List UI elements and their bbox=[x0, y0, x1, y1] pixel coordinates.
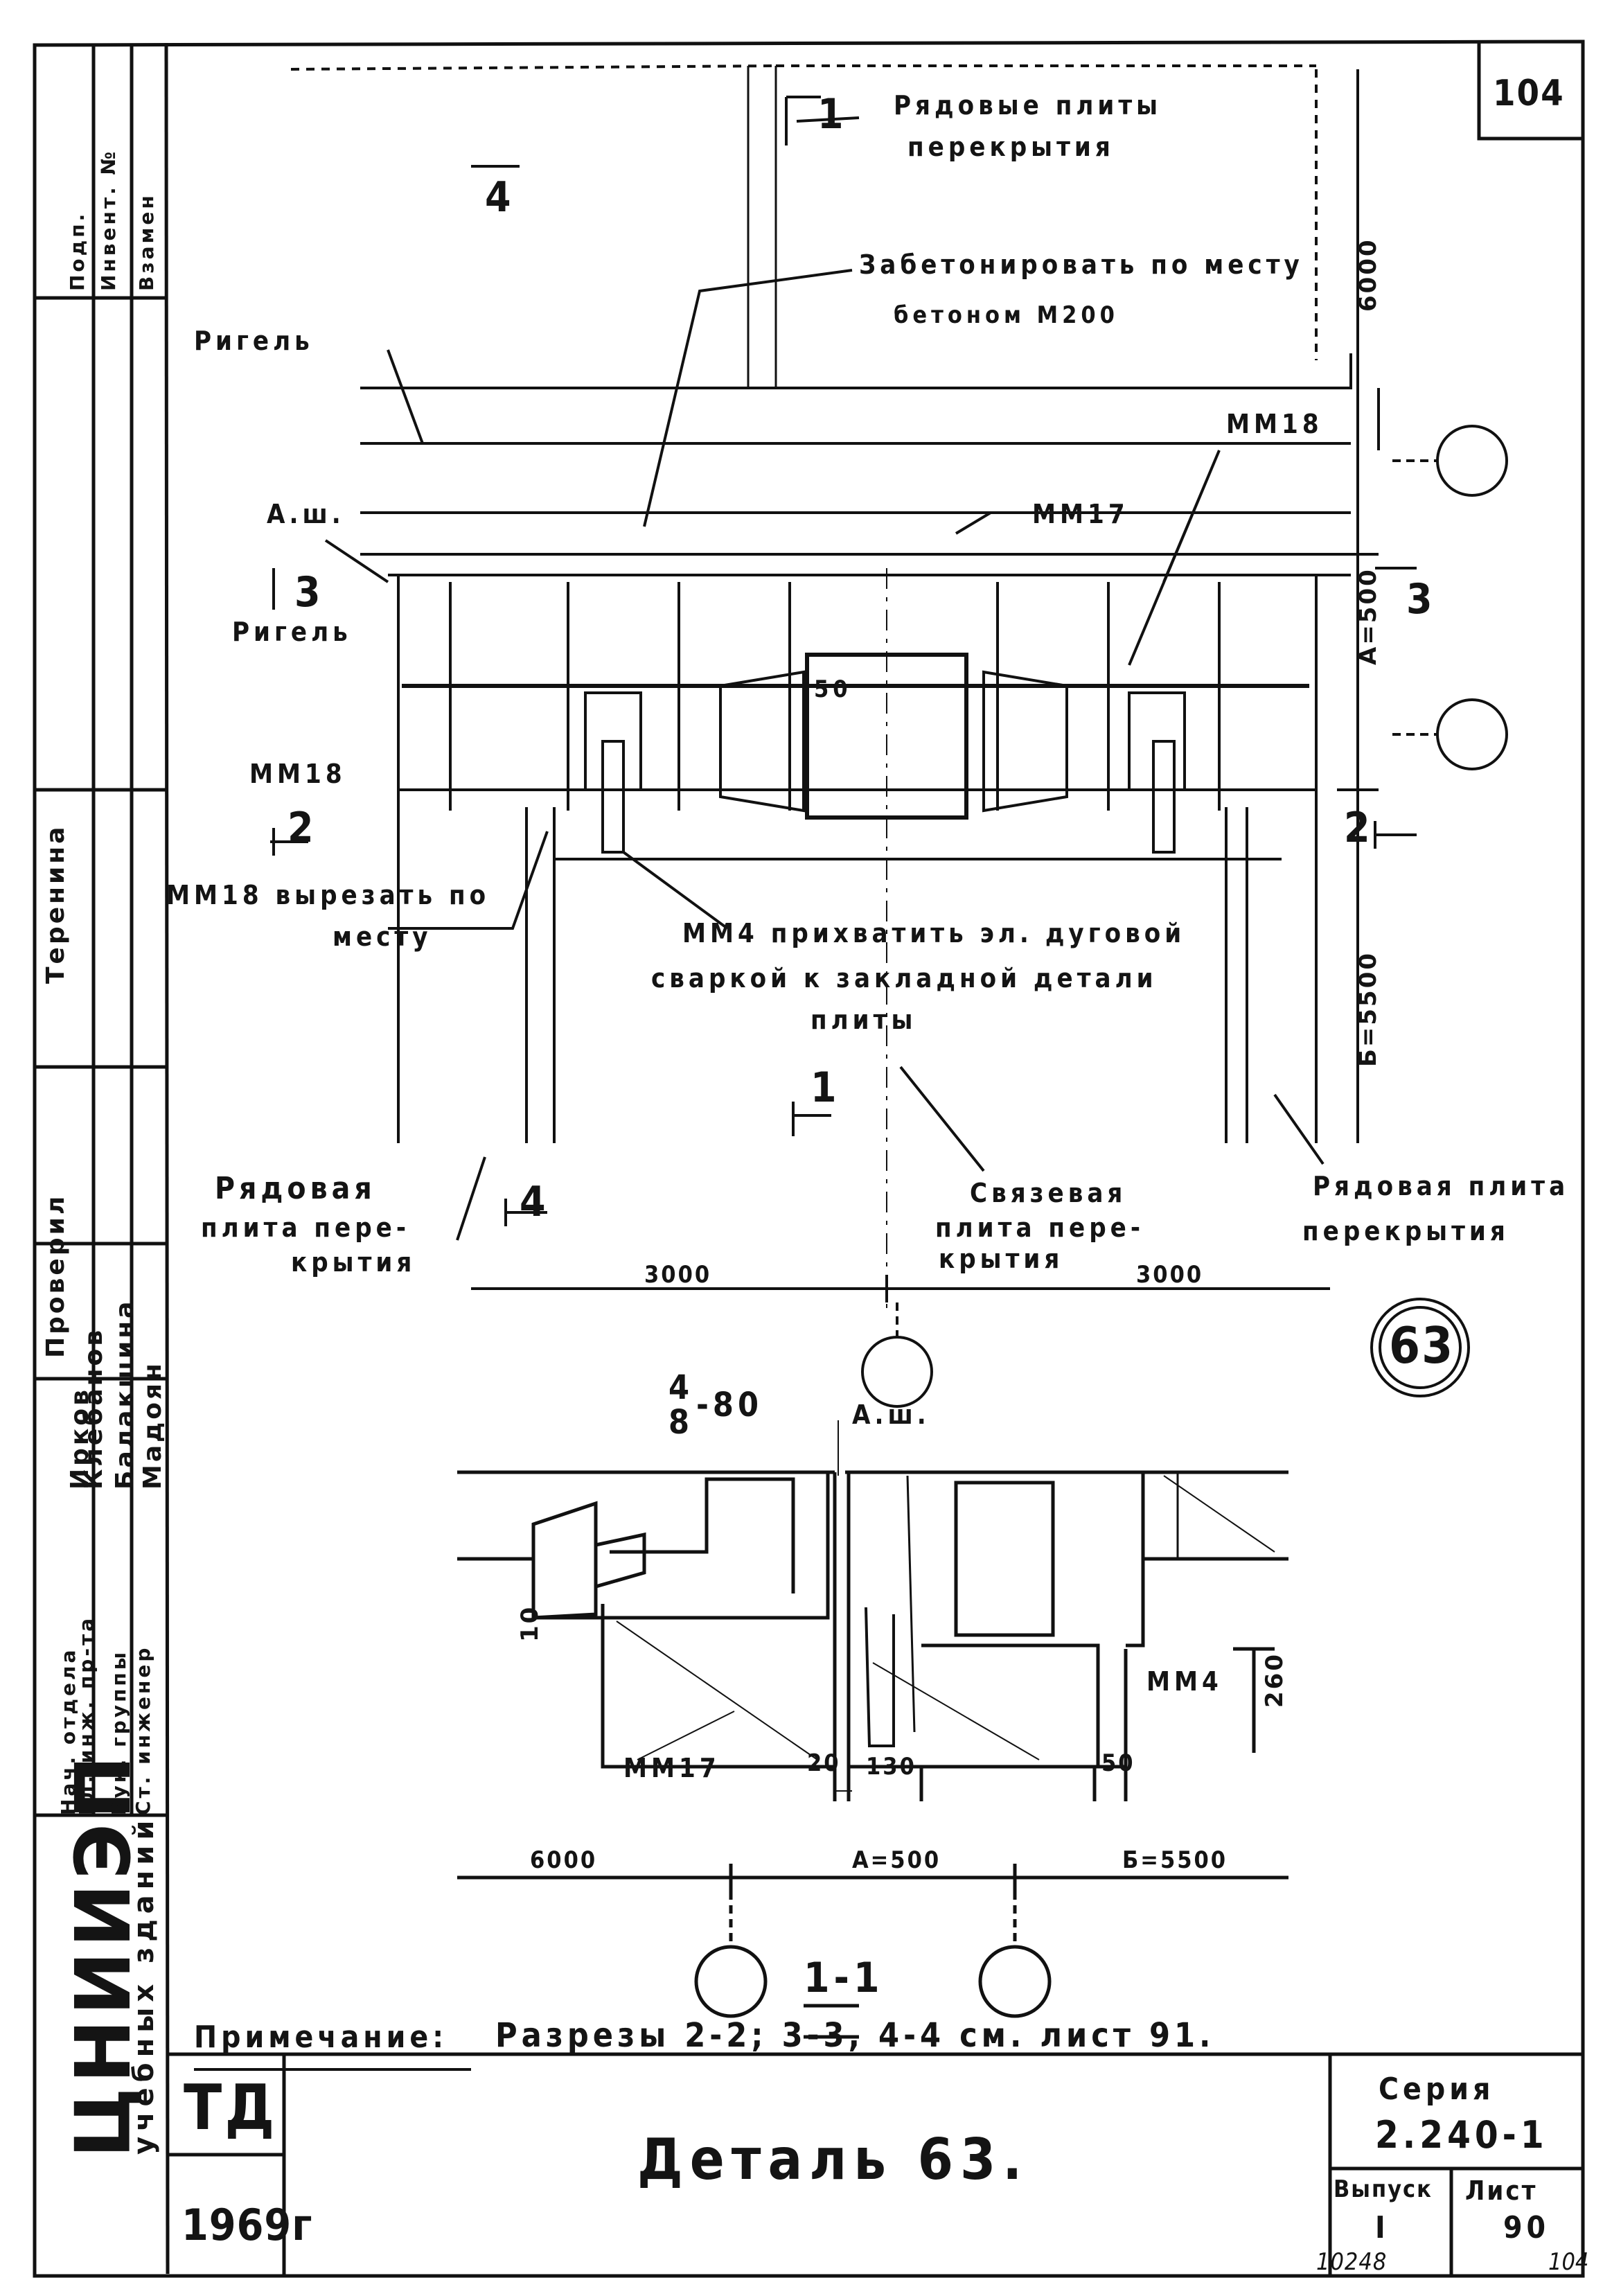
dim-top-a500: А=500 bbox=[1354, 567, 1382, 665]
dim-bot-b5500: Б=5500 bbox=[1122, 1846, 1228, 1874]
checker-name: Теренина bbox=[42, 824, 70, 984]
label-rigel-left: Ригель bbox=[232, 617, 352, 647]
section-mark-1-top: 1 bbox=[817, 90, 848, 139]
dim-sec-260: 260 bbox=[1261, 1652, 1288, 1708]
sheet-number-top: 104 bbox=[1493, 73, 1565, 114]
mark-4: 4 bbox=[668, 1368, 694, 1407]
section-mark-3-right: 3 bbox=[1406, 575, 1437, 624]
section-title: 1-1 bbox=[804, 1954, 884, 2002]
org-sub: учебных зданий bbox=[128, 1814, 160, 2155]
title-block-frame bbox=[168, 2052, 1583, 2276]
bottom-number: 104 bbox=[1548, 2248, 1589, 2276]
section-mark-3-left: 3 bbox=[294, 568, 325, 617]
frame-inner-left bbox=[164, 42, 170, 2275]
title-td: ТД bbox=[184, 2072, 278, 2144]
dim-bot-6000: 6000 bbox=[530, 1846, 598, 1874]
section-label-axis-sh: А.ш. bbox=[852, 1399, 930, 1430]
top-col-2: Инвент. № bbox=[97, 148, 120, 291]
name-4: Мадоян bbox=[139, 1361, 167, 1490]
mark-8: 8 bbox=[668, 1403, 694, 1442]
label-row-slab-left-2: плита пере- bbox=[201, 1212, 411, 1243]
label-row-slabs-2: перекрытия bbox=[907, 132, 1115, 162]
label-concrete-1: Забетонировать по месту bbox=[859, 249, 1304, 280]
dim-sec-10: 10 bbox=[516, 1605, 544, 1642]
label-mm18-cut-1: ММ18 вырезать по bbox=[166, 880, 490, 910]
dim-top-b5500: Б=5500 bbox=[1354, 951, 1382, 1067]
label-row-slab-right-1: Рядовая плита bbox=[1313, 1171, 1570, 1201]
label-row-slab-right-2: перекрытия bbox=[1302, 1216, 1509, 1246]
series-label: Серия bbox=[1379, 2072, 1495, 2107]
section-mark-2-left: 2 bbox=[287, 804, 318, 852]
label-row-slab-left-1: Рядовая bbox=[215, 1171, 376, 1206]
note-text: Разрезы 2-2; 3-3, 4-4 см. лист 91. bbox=[495, 2016, 1215, 2055]
label-mm4-2: сваркой к закладной детали bbox=[651, 963, 1158, 994]
label-rigel-top: Ригель bbox=[194, 326, 314, 356]
mark-80: -80 bbox=[696, 1386, 763, 1424]
label-tie-slab-3: крытия bbox=[939, 1244, 1064, 1274]
role-3: Рук. группы bbox=[107, 1649, 130, 1815]
sheet-frame bbox=[33, 39, 1585, 2278]
dim-sec-20: 20 bbox=[807, 1749, 841, 1777]
sheet-number-box bbox=[1477, 43, 1583, 141]
dim-bot-a500: А=500 bbox=[852, 1846, 941, 1874]
title-year: 1969г bbox=[181, 2200, 313, 2250]
top-col-3: Взамен bbox=[135, 193, 158, 291]
dim-mid-3000-right: 3000 bbox=[1136, 1261, 1204, 1289]
section-label-mm17: ММ17 bbox=[623, 1753, 720, 1783]
sheet-label: Лист bbox=[1465, 2175, 1538, 2206]
label-mm17-top: ММ17 bbox=[1032, 499, 1129, 529]
label-mm4-1: ММ4 прихватить эл. дуговой bbox=[682, 918, 1186, 948]
checked-label: Проверил bbox=[42, 1193, 70, 1358]
stamp-number: 10248 bbox=[1316, 2248, 1388, 2276]
dim-top-6000: 6000 bbox=[1354, 238, 1382, 312]
label-mm18-top: ММ18 bbox=[1226, 409, 1323, 439]
detail-number: 63 bbox=[1389, 1316, 1455, 1375]
section-mark-1-bottom: 1 bbox=[810, 1063, 841, 1112]
section-label-mm4: ММ4 bbox=[1146, 1666, 1223, 1697]
title-main: Деталь 63. bbox=[637, 2127, 1029, 2193]
sheet-value: 90 bbox=[1503, 2210, 1550, 2245]
note-label: Примечание: bbox=[194, 2020, 448, 2055]
name-2: Клебанов bbox=[80, 1327, 108, 1490]
label-mm18-left: ММ18 bbox=[249, 759, 346, 789]
dim-mid-3000-left: 3000 bbox=[644, 1261, 712, 1289]
note-underline bbox=[194, 2068, 471, 2071]
dim-sec-130: 130 bbox=[866, 1753, 916, 1781]
label-mark-50: 50 bbox=[814, 675, 852, 703]
label-concrete-2: бетоном М200 bbox=[894, 301, 1119, 329]
name-3: Балакшина bbox=[111, 1298, 139, 1490]
section-mark-4-bottom: 4 bbox=[520, 1178, 550, 1226]
issue-label: Выпуск bbox=[1334, 2175, 1433, 2203]
series-value: 2.240-1 bbox=[1375, 2113, 1548, 2157]
plan-view bbox=[270, 64, 1508, 1408]
section-mark-2-right: 2 bbox=[1344, 804, 1374, 852]
dim-sec-50: 50 bbox=[1101, 1749, 1135, 1777]
issue-value: I bbox=[1375, 2210, 1390, 2245]
section-1-1 bbox=[457, 1420, 1288, 2039]
section-mark-4-top: 4 bbox=[485, 173, 515, 222]
role-2: Гл. инж. пр-та bbox=[75, 1615, 98, 1815]
top-col-1: Подп. bbox=[66, 211, 89, 291]
role-4: Ст. инженер bbox=[132, 1645, 154, 1815]
label-tie-slab-1: Связевая bbox=[970, 1178, 1127, 1208]
label-mm18-cut-2: месту bbox=[333, 921, 432, 952]
label-row-slabs-1: Рядовые плиты bbox=[894, 90, 1162, 121]
label-row-slab-left-3: крытия bbox=[291, 1247, 416, 1278]
label-axis-sh-top: А.ш. bbox=[267, 499, 345, 529]
label-mm4-3: плиты bbox=[810, 1005, 917, 1035]
label-tie-slab-2: плита пере- bbox=[935, 1212, 1145, 1243]
